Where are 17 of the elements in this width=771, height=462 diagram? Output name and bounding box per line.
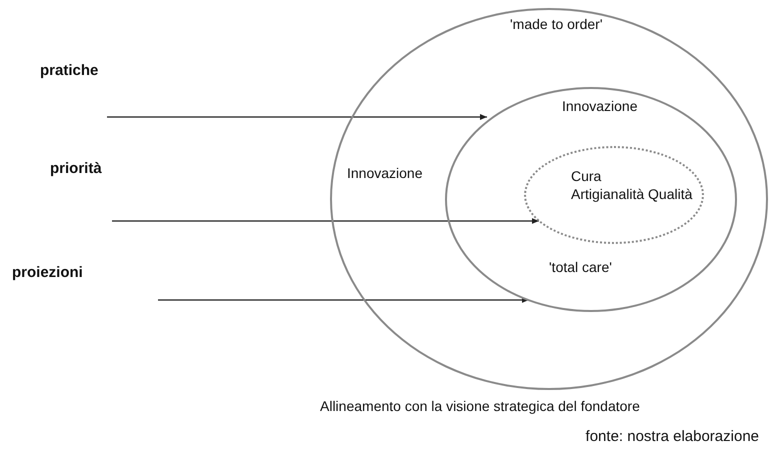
ring-label: Innovazione (562, 98, 638, 115)
arrow (107, 114, 487, 120)
source-caption: fonte: nostra elaborazione (586, 428, 759, 445)
ring-caption: Allineamento con la visione strategica del fondatore (320, 398, 640, 414)
ring-label: 'total care' (549, 259, 612, 276)
arrow (158, 297, 529, 303)
row-label: pratiche (40, 62, 98, 79)
arrow (112, 218, 539, 224)
ring-label: Cura (571, 168, 602, 185)
ring-label: 'made to order' (510, 16, 603, 33)
circle (330, 8, 768, 390)
row-label: proiezioni (12, 264, 83, 281)
ring-label: Innovazione (347, 165, 423, 182)
dotted-ellipse (524, 146, 704, 244)
circle (445, 87, 737, 312)
row-label: priorità (50, 160, 102, 177)
ring-label: Artigianalità Qualità (571, 186, 692, 203)
